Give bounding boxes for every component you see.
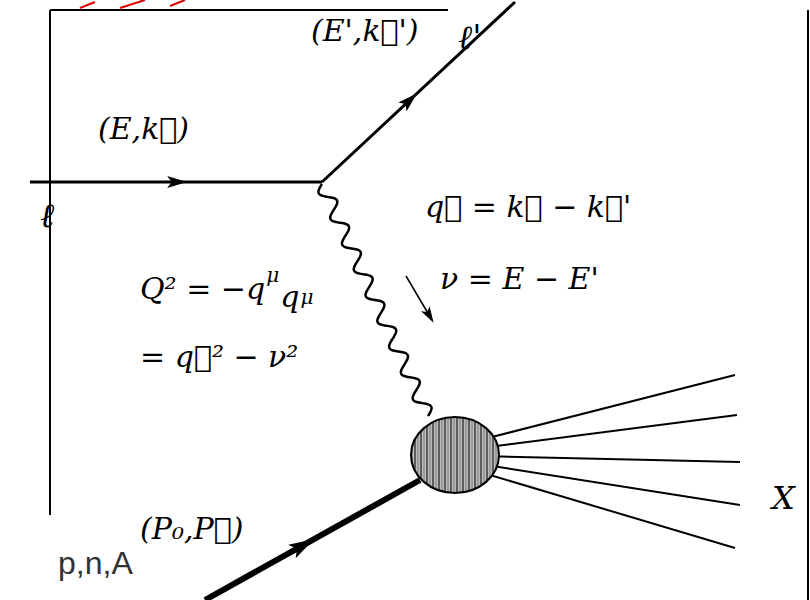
final-state-line (480, 375, 735, 440)
frame (50, 10, 808, 600)
q-symbol: q (280, 280, 299, 315)
target-types: p,n,A (58, 545, 133, 582)
momentum-transfer: q⃗ = k⃗ − k⃗' (425, 190, 631, 225)
hadronic-blob (411, 417, 499, 493)
incoming-hadron-arrow (288, 539, 314, 558)
final-state-line (480, 472, 735, 548)
final-state-line (480, 415, 737, 448)
lepton-momentum-in: (E,k⃗) (98, 112, 189, 147)
energy-transfer: ν = E − E' (440, 262, 599, 297)
momentum-arrow-head (421, 306, 434, 322)
target-momentum: (P₀,P⃗) (140, 512, 243, 547)
lepton-momentum-out: (E',k⃗') (305, 12, 425, 51)
outgoing-lepton-arrow (398, 93, 417, 111)
lepton-out: ℓ' (458, 18, 482, 57)
superscript-index: μ (266, 264, 279, 287)
q-squared-expansion: = q⃗² − ν² (140, 340, 298, 375)
final-state-line (480, 456, 740, 462)
virtual-photon (318, 184, 431, 416)
incoming-lepton-arrow (167, 176, 187, 188)
cropped-marks (80, 0, 185, 8)
final-state-label: X (772, 480, 795, 517)
lepton-in: ℓ (40, 196, 54, 235)
subscript-index: μ (300, 286, 313, 309)
q-squared: Q² = −q (140, 272, 265, 307)
